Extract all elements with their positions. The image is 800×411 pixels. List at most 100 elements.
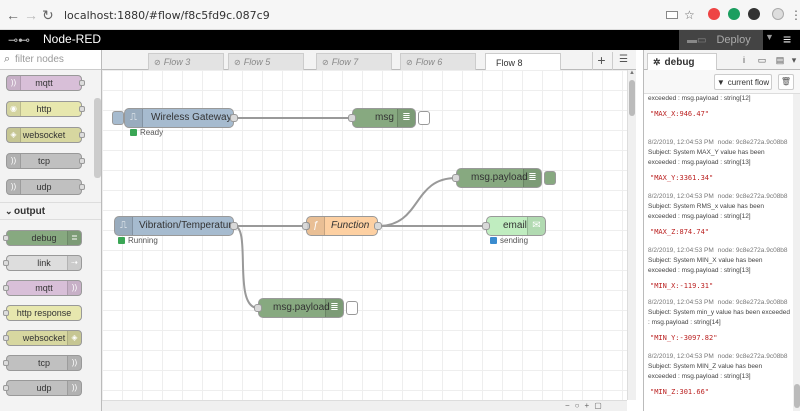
zoom-reset-icon[interactable]: ○ [574,401,580,410]
debug-icon: ≣ [325,299,343,317]
dashboard-icon[interactable]: ▤ [775,55,785,65]
message-value[interactable]: "MIN_X:-119.31" [650,282,714,290]
debug-messages: exceeded : msg.payload : string[12] "MAX… [644,94,792,411]
filter-current-flow-button[interactable]: ▼current flow [714,74,772,90]
node-wireless-gateway[interactable]: ⎍ Wireless Gateway [124,108,238,128]
address-bar[interactable]: localhost:1880/#flow/f8c5fd9c.087c9 [64,9,270,22]
flow-canvas[interactable]: ⎍ Wireless Gateway Ready msg ≣ ⎍ Vibrati… [102,70,627,400]
palette-node-tcp-in[interactable]: ))tcp [6,153,85,169]
sidebar-scrollbar[interactable] [793,94,800,411]
input-port [3,385,9,391]
palette-node-debug[interactable]: debug≣ [3,230,82,246]
message-value[interactable]: "MAX_X:946.47" [650,110,710,118]
config-icon[interactable]: ▭ [757,55,767,65]
input-port[interactable] [302,222,310,230]
input-port[interactable] [348,114,356,122]
gateway-inject-button[interactable] [112,111,124,125]
debug-toggle-button[interactable] [544,171,556,185]
output-port[interactable] [374,222,382,230]
zoom-in-icon[interactable]: + [584,401,590,410]
info-icon[interactable]: i [743,55,745,65]
tab-flow-7[interactable]: ⊘Flow 7 [316,53,392,70]
node-vibration-temperature[interactable]: ⎍ Vibration/Temperature [114,216,238,236]
tab-debug[interactable]: ✲debug [647,53,717,71]
sensor-wave-icon: ⎍ [115,217,133,235]
debug-toggle-button[interactable] [346,301,358,315]
input-port[interactable] [254,304,262,312]
debug-icon: ≣ [67,231,81,245]
scrollbar-thumb[interactable] [794,384,800,408]
scroll-up-icon[interactable]: ▲ [629,70,635,76]
palette-category-output[interactable]: ⌄ output [0,202,101,220]
deploy-dropdown-icon[interactable]: ▼ [765,32,774,42]
sidebar-dropdown-icon[interactable]: ▾ [791,55,797,65]
navigator-icon[interactable]: ▢ [594,401,602,410]
palette-node-tcp-out[interactable]: tcp)) [3,355,82,371]
output-port[interactable] [230,114,238,122]
palette-node-mqtt-out[interactable]: mqtt)) [3,280,82,296]
add-tab-button[interactable]: + [592,52,610,70]
palette-node-link-out[interactable]: link⇢ [3,255,82,271]
output-port [79,106,85,112]
debug-icon: ≣ [523,169,541,187]
canvas-vertical-scrollbar[interactable]: ▲ [627,70,636,400]
palette-node-udp-out[interactable]: udp)) [3,380,82,396]
star-icon[interactable]: ☆ [684,8,695,22]
message-value[interactable]: "MAX_Y:3361.34" [650,174,714,182]
mqtt-icon: )) [7,76,21,90]
message-value[interactable]: "MIN_Z:301.66" [650,388,710,396]
deploy-button[interactable]: ▬▭ Deploy [679,30,763,50]
output-port [79,158,85,164]
node-red-logo-icon: ⊸⊷ [8,33,31,47]
palette-node-http-in[interactable]: ◉http [6,101,85,117]
input-port [3,360,9,366]
forward-arrow-icon[interactable]: → [24,7,38,23]
node-msg-payload-top[interactable]: msg.payload ≣ [452,168,542,188]
palette-node-websocket-out[interactable]: websocket◈ [3,330,82,346]
reload-icon[interactable]: ↻ [42,7,54,23]
palette-node-http-response[interactable]: http response [3,305,82,321]
palette-scrollbar[interactable] [94,98,101,178]
profile-avatar-icon[interactable] [772,8,784,20]
main-menu-icon[interactable]: ≡ [783,31,792,47]
tab-flow-5[interactable]: ⊘Flow 5 [228,53,304,70]
canvas-horizontal-scrollbar[interactable] [102,400,627,411]
tab-flow-6[interactable]: ⊘Flow 6 [400,53,476,70]
email-status: sending [490,236,528,245]
mqtt-icon: )) [67,281,81,295]
message-value[interactable]: "MIN_Y:-3097.82" [650,334,718,342]
key-icon[interactable] [666,11,678,19]
extension-dark-icon[interactable] [748,8,760,20]
palette-node-mqtt-in[interactable]: ))mqtt [6,75,85,91]
node-function[interactable]: ƒ Function [302,216,382,236]
node-email[interactable]: email ✉ [482,216,546,236]
deploy-icon: ▬▭ [687,34,707,46]
input-port[interactable] [482,222,490,230]
workspace-tabs: ⊘Flow 3 ⊘Flow 5 ⊘Flow 7 ⊘Flow 6 Flow 8 +… [102,50,636,71]
sidebar-tabs: ✲debug i ▭ ▤ ▾ [644,50,800,71]
node-msg-payload-bottom[interactable]: msg.payload ≣ [254,298,344,318]
tab-list-icon[interactable]: ☰ [612,52,634,70]
debug-toggle-button[interactable] [418,111,430,125]
debug-message: exceeded : msg.payload : string[12] "MAX… [648,94,792,119]
extension-red-icon[interactable] [708,8,720,20]
tab-flow-8[interactable]: Flow 8 [485,53,561,71]
node-msg-debug[interactable]: msg ≣ [348,108,416,128]
palette-search-input[interactable]: ⌕ filter nodes [0,50,101,70]
palette-node-websocket-in[interactable]: ◈websocket [6,127,85,143]
back-arrow-icon[interactable]: ← [6,7,20,23]
clear-debug-icon[interactable]: 🗑 [778,74,794,90]
disabled-icon: ⊘ [406,57,413,67]
message-value[interactable]: "MAX_Z:874.74" [650,228,710,236]
browser-menu-icon[interactable]: ⋮ [790,8,800,22]
zoom-out-icon[interactable]: − [565,401,570,410]
flow-wires [233,116,486,309]
input-port[interactable] [452,174,460,182]
extension-green-icon[interactable] [728,8,740,20]
scrollbar-thumb[interactable] [629,80,635,116]
output-port[interactable] [230,222,238,230]
palette-node-udp-in[interactable]: ))udp [6,179,85,195]
tab-flow-3[interactable]: ⊘Flow 3 [148,53,224,70]
